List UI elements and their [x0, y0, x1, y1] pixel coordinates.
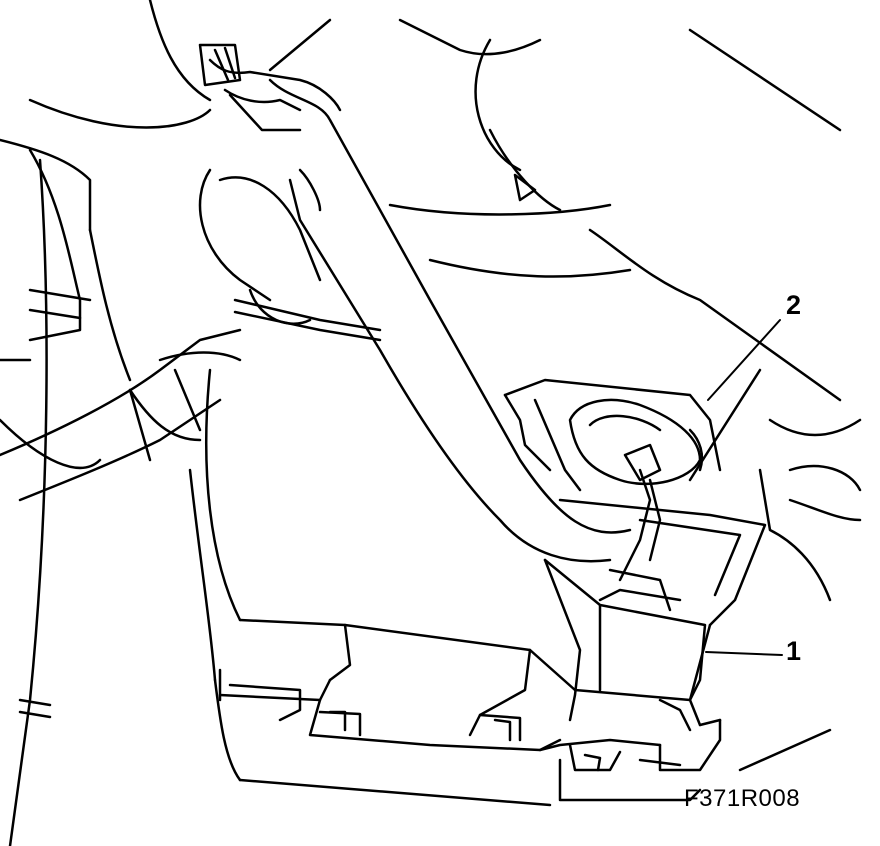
wiring-harness [0, 43, 382, 502]
leader-line-1 [705, 651, 783, 656]
background-panel-lines [28, 0, 862, 772]
control-module-bracket [543, 498, 767, 722]
callout-leaders [705, 319, 783, 656]
callout-label-2: 2 [786, 290, 802, 320]
figure-code: F371R008 [684, 785, 801, 812]
main-cable-bundle [268, 78, 632, 563]
base-tray [213, 618, 722, 807]
leader-line-2 [707, 319, 781, 401]
callout-label-1: 1 [786, 636, 802, 666]
